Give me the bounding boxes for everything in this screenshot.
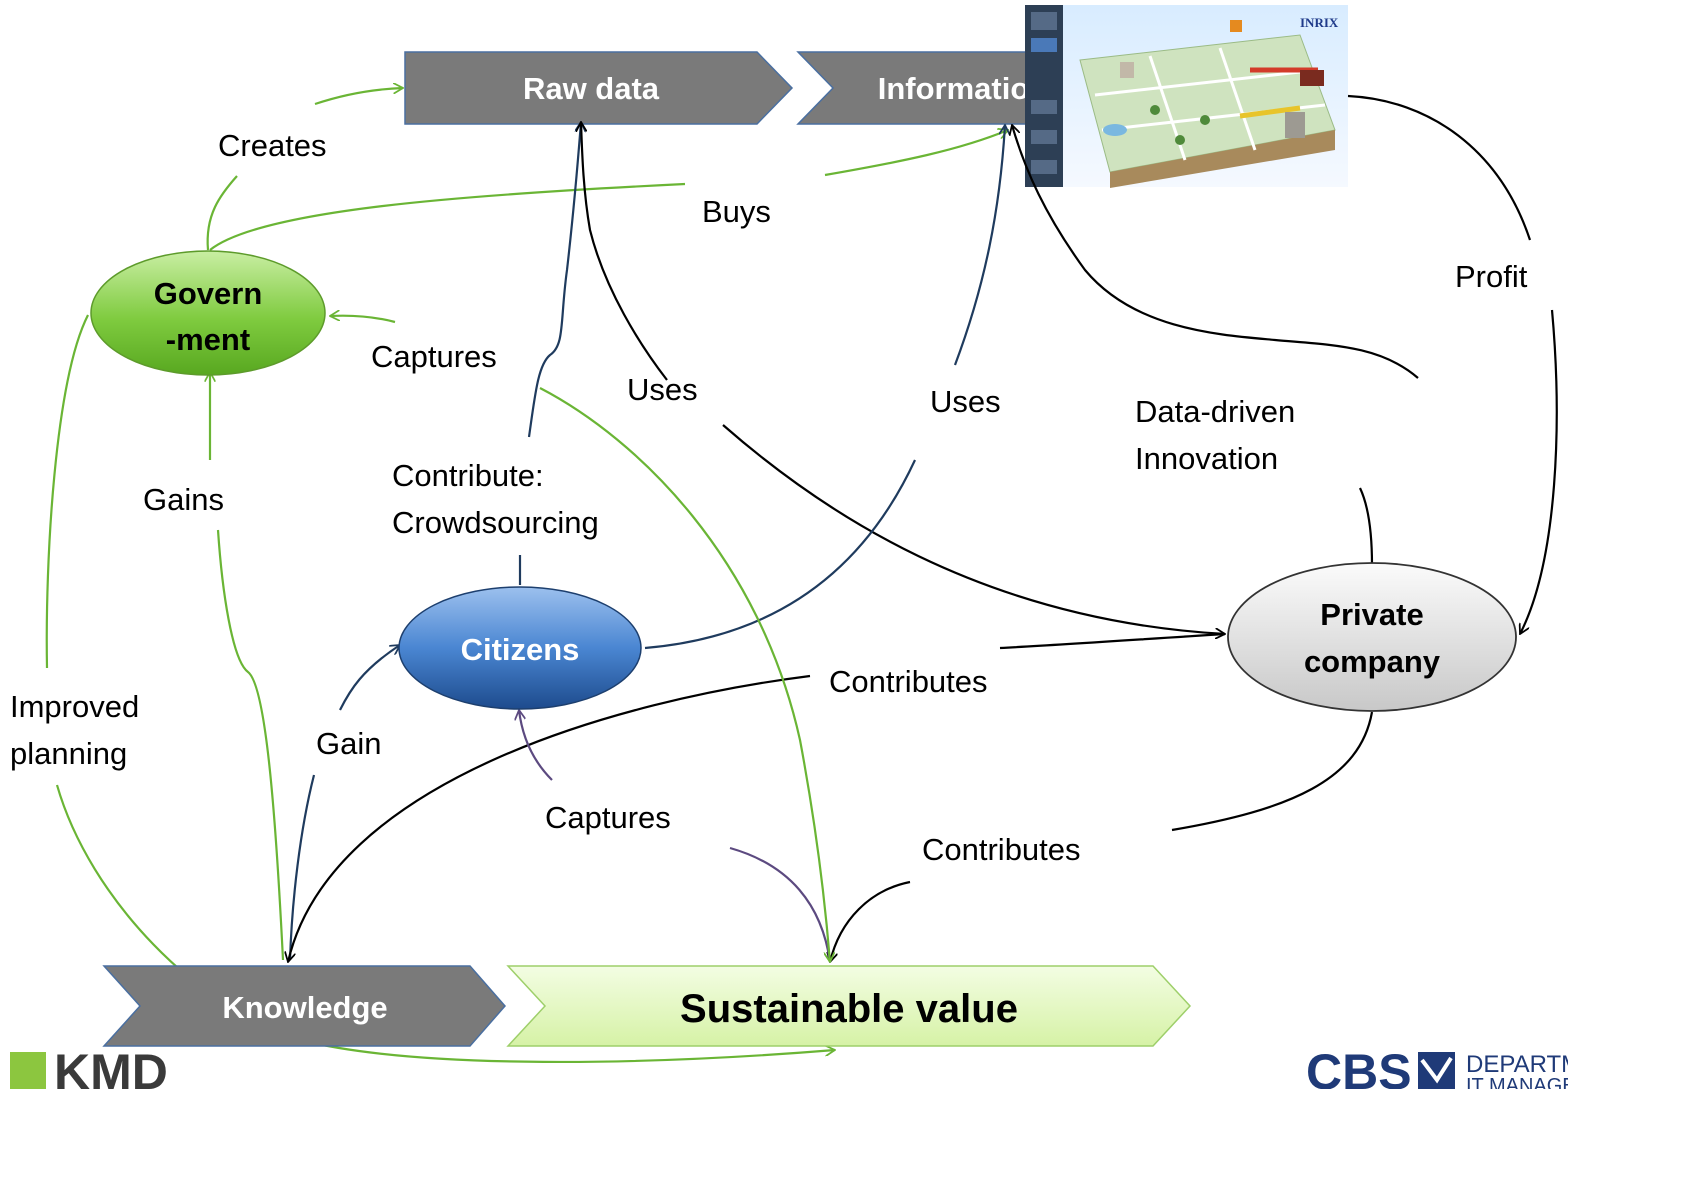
edge-captures-gov-long: [539, 387, 830, 962]
edge-contribute: [527, 122, 581, 438]
label-captures-government: Captures: [371, 339, 497, 374]
kmd-logo-text: KMD: [54, 1044, 168, 1089]
label-data-driven: Data-driven: [1135, 394, 1295, 429]
label-captures-citizens: Captures: [545, 800, 671, 835]
private-company-node: Private company: [1227, 562, 1517, 712]
kmd-logo-square: [10, 1052, 46, 1089]
cbs-logo: CBS DEPARTMENT IT MANAGEMENT: [1306, 1044, 1568, 1089]
department-line1: DEPARTMENT: [1466, 1051, 1568, 1078]
edge-contributes-value-left: [830, 880, 911, 962]
edge-profit-top: [1347, 94, 1532, 241]
raw-data-chevron: Raw data: [404, 51, 794, 125]
image-side-panel: [1025, 5, 1063, 187]
cbs-emblem-mark: [1420, 1056, 1453, 1084]
edge-captures-gov: [330, 316, 396, 324]
edge-captures-citizens: [519, 710, 553, 781]
label-creates: Creates: [218, 128, 327, 163]
edge-uses-info-bottom: [644, 459, 916, 650]
edge-uses-info-top: [953, 125, 1005, 366]
edge-data-driven-innovation: [1012, 125, 1419, 379]
government-node: Govern -ment: [90, 250, 326, 376]
inrix-brand-text: INRIX: [1300, 15, 1339, 30]
edge-buys-head: [824, 130, 1008, 177]
label-gain: Gain: [316, 726, 381, 761]
edge-data-driven-stub: [1359, 487, 1374, 566]
department-line2: IT MANAGEMENT: [1466, 1075, 1568, 1089]
label-contribute-line2: Crowdsourcing: [392, 505, 599, 540]
citizens-label: Citizens: [461, 632, 580, 667]
edge-creates: [206, 175, 238, 251]
edge-uses-raw-top: [581, 122, 668, 381]
label-innovation: Innovation: [1135, 441, 1278, 476]
cbs-emblem: [1418, 1052, 1455, 1089]
label-improved: Improved: [10, 689, 139, 724]
label-contributes-value: Contributes: [922, 832, 1081, 867]
label-uses-raw: Uses: [627, 372, 698, 407]
edge-buys: [209, 182, 686, 251]
knowledge-label: Knowledge: [222, 990, 387, 1025]
inrix-map-image: INRIX: [1025, 5, 1348, 188]
label-contribute-line1: Contribute:: [392, 458, 544, 493]
diagram-canvas: Raw data Information product INRIX: [10, 5, 1568, 1089]
label-buys: Buys: [702, 194, 771, 229]
edge-profit-bottom: [1520, 309, 1558, 634]
cbs-logo-text: CBS: [1306, 1044, 1412, 1089]
raw-data-label: Raw data: [523, 71, 660, 106]
edge-uses-raw-bottom: [722, 424, 1225, 634]
label-profit: Profit: [1455, 259, 1528, 294]
government-label-line1: Govern: [154, 276, 263, 311]
government-label-line2: -ment: [166, 322, 250, 357]
edge-gain-knowledge: [288, 774, 316, 961]
label-uses-info: Uses: [930, 384, 1001, 419]
edge-gain-citizens: [339, 645, 400, 711]
edge-contributes-knowledge-left: [288, 674, 811, 962]
private-company-label-line1: Private: [1320, 597, 1423, 632]
sustainable-value-label: Sustainable value: [680, 987, 1018, 1031]
edge-improved-planning-top: [45, 314, 89, 669]
label-planning: planning: [10, 736, 127, 771]
label-gains: Gains: [143, 482, 224, 517]
kmd-logo: KMD: [10, 1044, 168, 1089]
private-company-label-line2: company: [1304, 644, 1441, 679]
knowledge-chevron: Knowledge: [102, 965, 506, 1047]
edge-contributes-value-right: [1171, 711, 1374, 832]
label-contributes-knowledge: Contributes: [829, 664, 988, 699]
edge-gains-down: [216, 529, 285, 961]
edge-contributes-knowledge-right: [999, 632, 1226, 650]
edge-creates-head: [314, 88, 403, 106]
edge-captures-value: [729, 846, 832, 963]
citizens-node: Citizens: [398, 586, 642, 710]
sustainable-value-chevron: Sustainable value: [506, 965, 1192, 1047]
